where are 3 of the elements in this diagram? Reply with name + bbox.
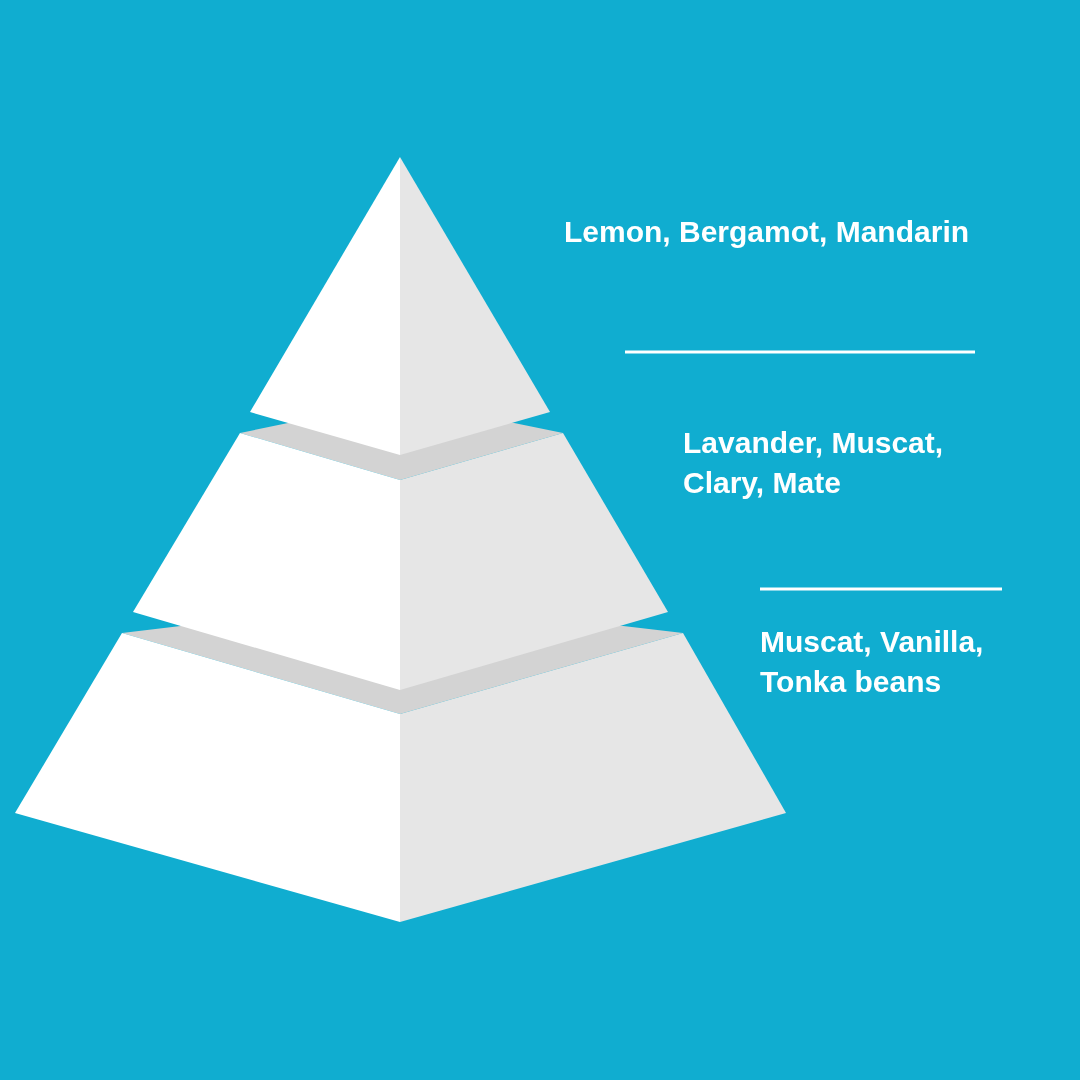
tier-notes-text: Muscat, Vanilla, Tonka beans	[760, 624, 985, 700]
tier-notes-text: Lavander, Muscat, Clary, Mate	[683, 425, 945, 501]
tier-notes-text: Lemon, Bergamot, Mandarin	[564, 214, 970, 250]
